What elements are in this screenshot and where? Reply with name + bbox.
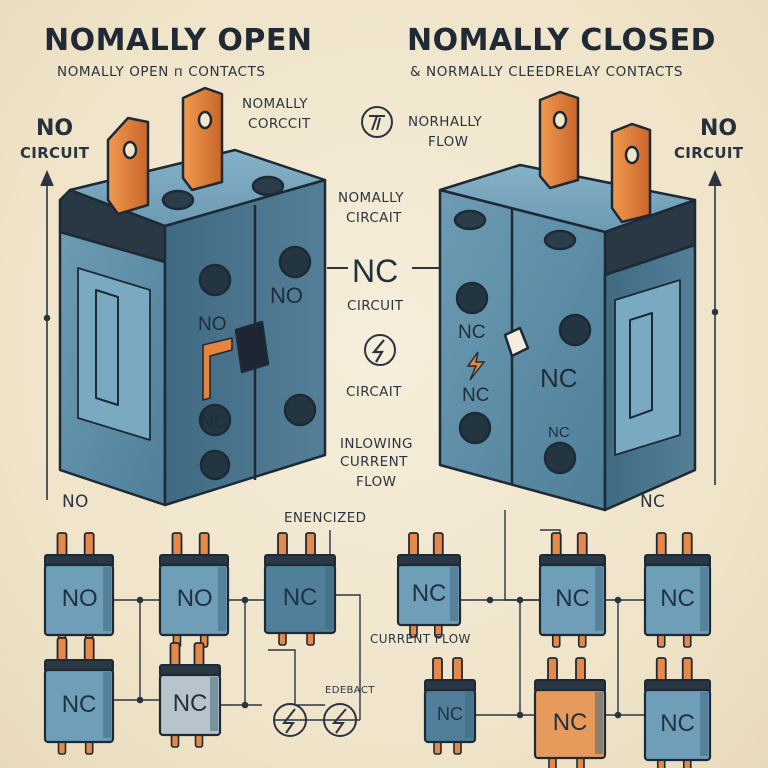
left-circuit-label: CIRCUIT (20, 144, 90, 162)
right-side-arrow (708, 169, 722, 485)
title-normally-open: NOMALLY OPEN (44, 23, 313, 58)
bottom-lightning-icon-1 (273, 703, 307, 737)
right-relay-spark-icon (466, 351, 486, 381)
left-side-arrow (40, 169, 54, 500)
center-nomally-label: NOMALLY (242, 96, 308, 112)
right-relay-nc-top: NC (458, 322, 486, 343)
bottom-module-label-2: NO (176, 584, 213, 612)
center-nomally2-label: NOMALLY (338, 190, 404, 206)
right-relay-nc-mid: NC (462, 385, 490, 406)
bottom-module-11 (643, 657, 712, 768)
bottom-relay-modules (43, 532, 712, 768)
bottom-module-4 (43, 637, 115, 755)
bottom-module-6 (396, 532, 462, 638)
bottom-module-label-6: NC (411, 579, 447, 607)
left-relay-pins (106, 86, 224, 216)
bottom-module-label-10: NC (552, 708, 588, 736)
center-current-label: CURRENT (340, 454, 408, 470)
right-relay-nc-big: NC (540, 363, 578, 393)
bottom-module-5 (158, 642, 222, 748)
bottom-module-3 (263, 532, 337, 646)
right-relay-pins (538, 90, 652, 224)
right-circuit-label: CIRCUIT (674, 144, 744, 162)
left-relay-no-bottom: NO (198, 314, 227, 335)
bottom-no-label: NO (62, 492, 89, 512)
left-relay (58, 148, 327, 507)
bottom-module-label-5: NC (172, 689, 208, 717)
subtitle-right: & NORMALLY CLEEDRELAY CONTACTS (410, 64, 684, 80)
bottom-edebact-label: EDEBACT (325, 685, 375, 696)
bottom-module-7 (538, 532, 607, 648)
bottom-module-8 (643, 532, 712, 648)
center-flow2-label: FLOW (356, 474, 397, 490)
subtitle-left: NOMALLY OPEN п CONTACTS (57, 64, 266, 80)
center-corccit-label: CORCCIT (248, 116, 311, 132)
center-norhally-label: NORHALLY (408, 114, 483, 130)
bottom-current-flow-label: CURRENT FLOW (370, 632, 471, 646)
right-no-label: NO (700, 116, 738, 141)
top-center-symbol (361, 106, 393, 138)
right-bottom-wiring (460, 510, 645, 719)
left-no-label: NO (36, 116, 74, 141)
bottom-module-label-1: NO (61, 584, 98, 612)
title-normally-closed: NOMALLY CLOSED (407, 23, 716, 58)
bottom-nc-label: NC (640, 492, 666, 512)
bottom-module-10 (533, 657, 607, 768)
bottom-module-label-11: NC (660, 709, 695, 737)
bottom-module-9 (423, 657, 477, 755)
center-circuit-label: CIRCUIT (347, 298, 404, 314)
center-inlowing-label: INLOWING (340, 436, 413, 452)
bottom-module-label-3: NC (282, 583, 318, 611)
left-relay-nc: NC (200, 412, 228, 433)
right-relay-nc-bottom: NC (548, 424, 570, 441)
bottom-module-label-8: NC (660, 584, 695, 612)
bottom-module-label-9: NC (437, 703, 464, 724)
bottom-energized-label: ENENCIZED (284, 510, 367, 526)
lightning-center-icon (364, 334, 396, 366)
left-relay-no-top: NO (270, 283, 303, 308)
bottom-module-label-4: NC (61, 690, 97, 718)
center-flow-label: FLOW (428, 134, 469, 150)
center-circait-label: CIRCAIT (346, 210, 402, 226)
bottom-lightning-icon-2 (323, 703, 357, 737)
bottom-module-label-7: NC (555, 584, 590, 612)
bottom-module-2 (158, 532, 230, 648)
center-circait2-label: CIRCAIT (346, 384, 402, 400)
center-nc-label: NC (352, 253, 399, 289)
bottom-module-1 (43, 532, 115, 648)
